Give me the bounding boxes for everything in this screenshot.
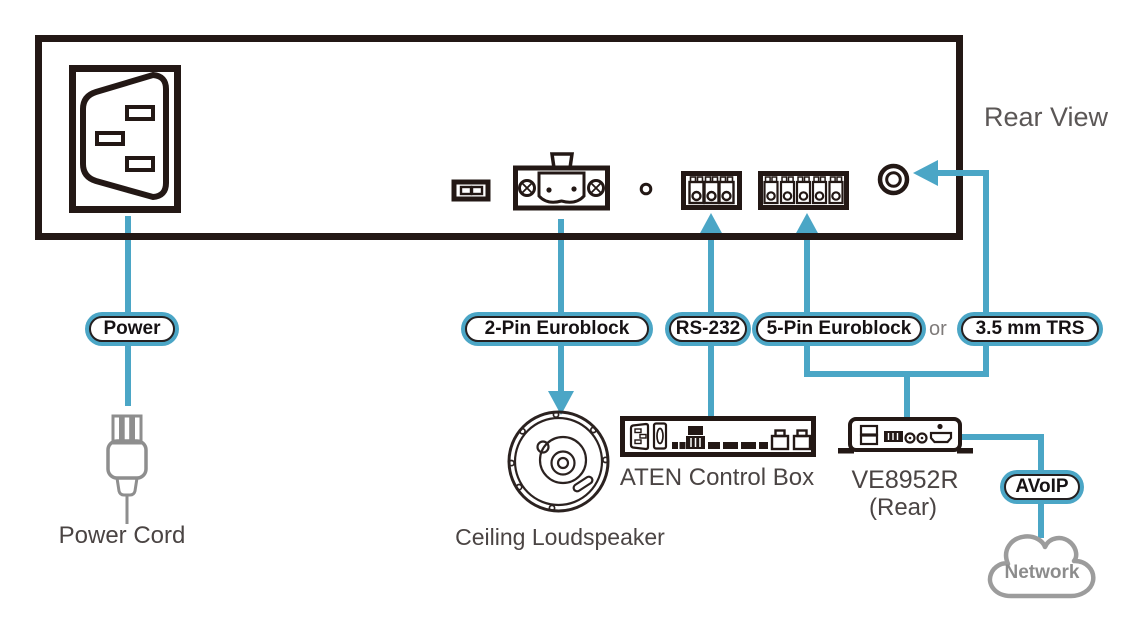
euroblock5-trs-junction-line [804, 170, 989, 377]
receiver-sub-caption: (Rear) [868, 494, 938, 521]
ac-inlet-icon [69, 65, 181, 213]
power-cord-icon [106, 414, 148, 524]
ceiling-speaker-icon [507, 410, 610, 513]
network-label: Network [1004, 562, 1080, 583]
rs232-pill: RS-232 [665, 312, 751, 346]
control-box-icon [620, 416, 816, 457]
network-cloud-icon [987, 534, 1096, 599]
avoip-pill: AVoIP [1000, 470, 1084, 504]
euroblock5-pill: 5-Pin Euroblock [752, 312, 926, 346]
euroblock2-pill: 2-Pin Euroblock [461, 312, 653, 346]
trs-arrowhead-icon [913, 160, 938, 186]
trs-jack-icon [877, 163, 910, 196]
rear-view-label: Rear View [984, 102, 1109, 132]
rs232-pill-label: RS-232 [669, 316, 747, 342]
trs-pill: 3.5 mm TRS [957, 312, 1103, 346]
rs232-arrowhead-icon [699, 213, 723, 235]
speaker-arrowhead-icon [548, 391, 574, 415]
rs232-port-icon [681, 171, 742, 210]
ve8952r-icon [838, 417, 973, 454]
euroblock-2pin-port-icon [513, 152, 610, 211]
led-icon [639, 182, 653, 196]
euroblock5-pill-label: 5-Pin Euroblock [756, 316, 922, 342]
power-cord-caption: Power Cord [58, 522, 186, 549]
receiver-caption: VE8952R [851, 466, 959, 494]
speaker-caption: Ceiling Loudspeaker [455, 524, 665, 550]
euroblock5-arrowhead-icon [795, 213, 819, 235]
trs-pill-label: 3.5 mm TRS [961, 316, 1099, 342]
power-pill-label: Power [89, 316, 175, 342]
dip-switch-icon [451, 179, 491, 202]
control-box-caption: ATEN Control Box [619, 464, 815, 491]
or-label: or [929, 318, 947, 340]
euroblock-5pin-port-icon [758, 171, 849, 210]
rear-panel-outline [35, 35, 963, 240]
avoip-line [958, 434, 1044, 538]
avoip-pill-label: AVoIP [1004, 474, 1080, 500]
power-pill: Power [85, 312, 179, 346]
euroblock2-pill-label: 2-Pin Euroblock [465, 316, 649, 342]
